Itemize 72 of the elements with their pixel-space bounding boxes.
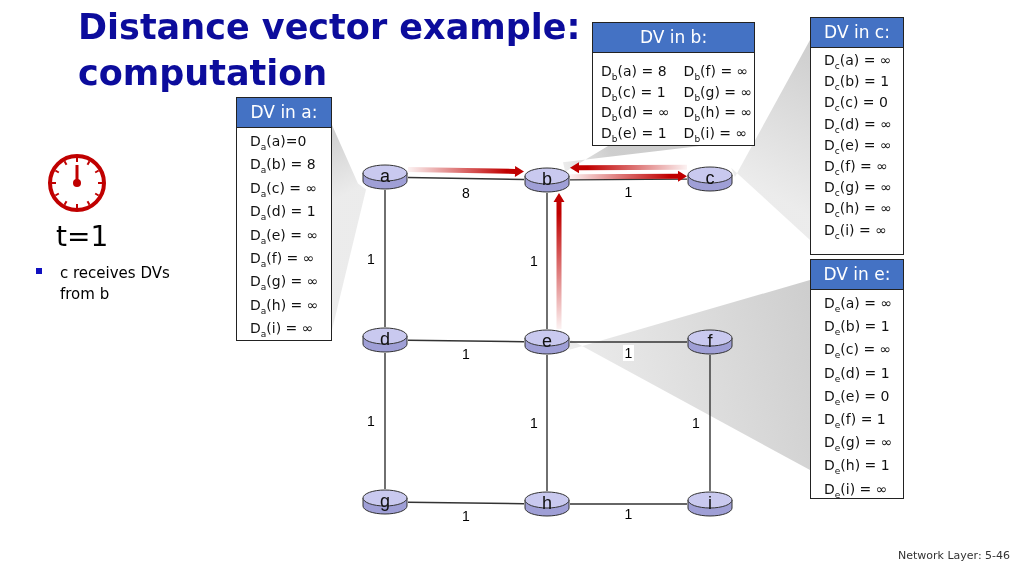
table-entry: D$_{c}$(b) = 1 xyxy=(824,72,891,93)
edge-label: 1 xyxy=(528,415,540,431)
callout-wedge xyxy=(731,40,810,240)
table-entry: D$_{c}$(c) = 0 xyxy=(824,93,889,114)
callout-wedge xyxy=(569,280,810,470)
block-arrow xyxy=(570,162,687,174)
table-entry: D$_{e}$(g) = ∞ xyxy=(824,433,894,455)
time-label: t=1 xyxy=(56,220,109,253)
table-entry: D$_{a}$(i) = ∞ xyxy=(250,319,315,341)
link-line xyxy=(407,501,525,505)
dv-table xyxy=(810,259,904,499)
table-entry: D$_{a}$(d) = 1 xyxy=(250,202,317,224)
dv-table xyxy=(236,97,332,341)
table-entry: D$_{e}$(c) = ∞ xyxy=(824,340,893,362)
table-entry: D$_{a}$(b) = 8 xyxy=(250,155,317,177)
table-entry: D$_{a}$(c) = ∞ xyxy=(250,178,319,201)
table-entry: D$_{a}$(a)=0 xyxy=(250,132,308,154)
table-entry: D$_{c}$(i) = ∞ xyxy=(824,220,888,241)
table-entry: D$_{c}$(f) = ∞ xyxy=(824,156,889,178)
table-entry: D$_{e}$(e) = 0 xyxy=(824,386,891,408)
table-entry: D$_{e}$(f) = 1 xyxy=(824,409,887,432)
edge-label: 1 xyxy=(365,413,377,429)
callout-wedge xyxy=(332,125,367,330)
table-entry: D$_{c}$(a) = ∞ xyxy=(824,51,893,72)
table-entry: D$_{e}$(h) = 1 xyxy=(824,456,891,478)
table-header: DV in b: xyxy=(593,23,754,53)
dv-table xyxy=(592,22,755,146)
block-arrow xyxy=(407,165,524,177)
link-line xyxy=(569,178,688,181)
footer-text: Network Layer: 5-46 xyxy=(898,549,1011,562)
table-entry: D$_{a}$(g) = ∞ xyxy=(250,272,320,294)
edge-label: 1 xyxy=(460,346,472,362)
table-entry: D$_{c}$(e) = ∞ xyxy=(824,135,893,156)
table-entry: D$_{a}$(f) = ∞ xyxy=(250,248,316,271)
link-line xyxy=(384,189,386,328)
table-header: DV in a: xyxy=(237,98,331,128)
table-entry: D$_{c}$(g) = ∞ xyxy=(824,178,893,199)
table-entry: D$_{b}$(g) = ∞ xyxy=(683,82,753,102)
table-entry: D$_{a}$(e) = ∞ xyxy=(250,225,320,247)
link-line xyxy=(569,503,688,505)
table-entry: D$_{b}$(h) = ∞ xyxy=(683,103,753,123)
table-entry: D$_{b}$(c) = 1 xyxy=(601,82,667,102)
table-header: DV in c: xyxy=(811,18,903,48)
edge-label: 1 xyxy=(690,415,702,431)
table-entry: D$_{e}$(d) = 1 xyxy=(824,363,891,385)
block-arrow xyxy=(553,193,565,329)
table-entry: D$_{b}$(i) = ∞ xyxy=(683,123,749,143)
dv-table xyxy=(810,17,904,255)
link-line xyxy=(407,339,525,343)
table-entry: D$_{e}$(b) = 1 xyxy=(824,317,891,339)
edge-label: 1 xyxy=(622,506,635,522)
link-line xyxy=(384,352,386,490)
table-header: DV in e: xyxy=(811,260,903,290)
link-line xyxy=(709,354,711,492)
bullet-text: c receives DVs from b xyxy=(60,263,171,305)
edge-label: 1 xyxy=(528,253,540,269)
slide-title: Distance vector example: computation xyxy=(78,6,582,95)
link-line xyxy=(546,192,548,330)
table-entry: D$_{b}$(e) = 1 xyxy=(601,123,668,143)
table-entry: D$_{c}$(h) = ∞ xyxy=(824,199,893,220)
link-line xyxy=(569,341,688,343)
link-line xyxy=(546,354,548,492)
table-entry: D$_{a}$(h) = ∞ xyxy=(250,295,320,318)
link-line xyxy=(407,176,525,181)
block-arrow xyxy=(570,170,687,182)
table-entry: D$_{b}$(f) = ∞ xyxy=(683,62,750,82)
table-entry: D$_{e}$(a) = ∞ xyxy=(824,294,894,316)
table-entry: D$_{b}$(a) = 8 xyxy=(601,62,668,82)
table-entry: D$_{c}$(d) = ∞ xyxy=(824,114,893,135)
edge-label: 1 xyxy=(460,508,472,524)
table-entry: D$_{e}$(i) = ∞ xyxy=(824,479,889,501)
table-entry: D$_{b}$(d) = ∞ xyxy=(601,103,670,123)
